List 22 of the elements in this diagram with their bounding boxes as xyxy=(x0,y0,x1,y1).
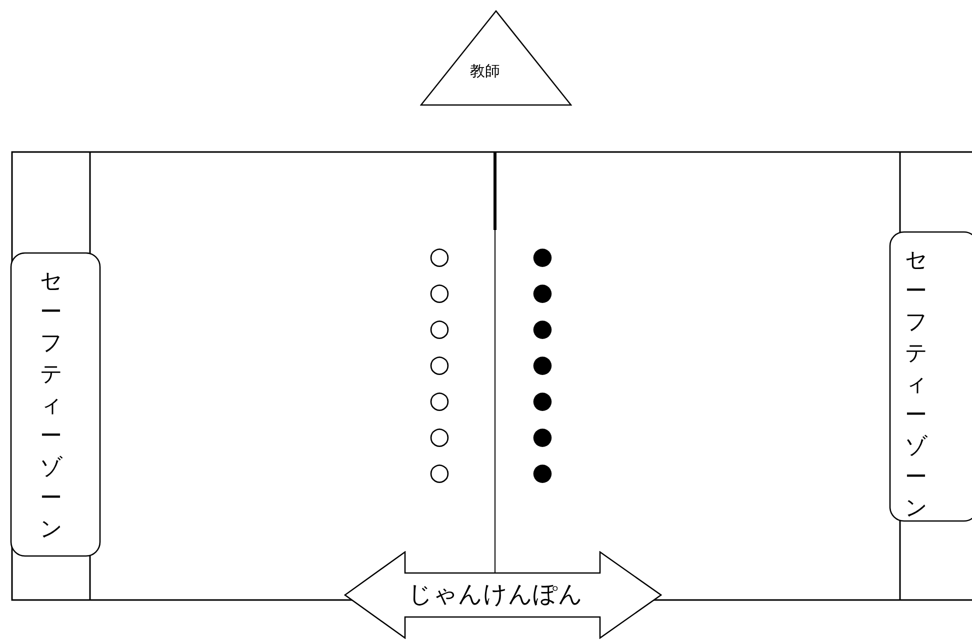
player-marker: ○ xyxy=(429,388,450,412)
call-label: じゃんけんぽん xyxy=(408,579,583,610)
team-marker: ● xyxy=(532,280,553,304)
team-marker: ● xyxy=(532,460,553,484)
zone-label: セーフティーゾーン xyxy=(39,268,64,544)
team-marker: ● xyxy=(532,424,553,448)
player-marker: ○ xyxy=(429,424,450,448)
team-marker: ● xyxy=(532,352,553,376)
player-marker: ○ xyxy=(429,244,450,268)
triangle-shape xyxy=(420,10,572,106)
player-marker: ○ xyxy=(429,280,450,304)
player-marker: ○ xyxy=(429,460,450,484)
zone-box xyxy=(10,252,101,557)
team-marker: ● xyxy=(532,316,553,340)
double-arrow-shape xyxy=(344,551,662,639)
player-marker: ○ xyxy=(429,352,450,376)
teacher-label: 教師 xyxy=(470,62,500,81)
zone-box xyxy=(889,231,972,522)
player-marker: ○ xyxy=(429,316,450,340)
team-marker: ● xyxy=(532,244,553,268)
zone-label: セーフティーゾーン xyxy=(904,247,929,523)
team-marker: ● xyxy=(532,388,553,412)
